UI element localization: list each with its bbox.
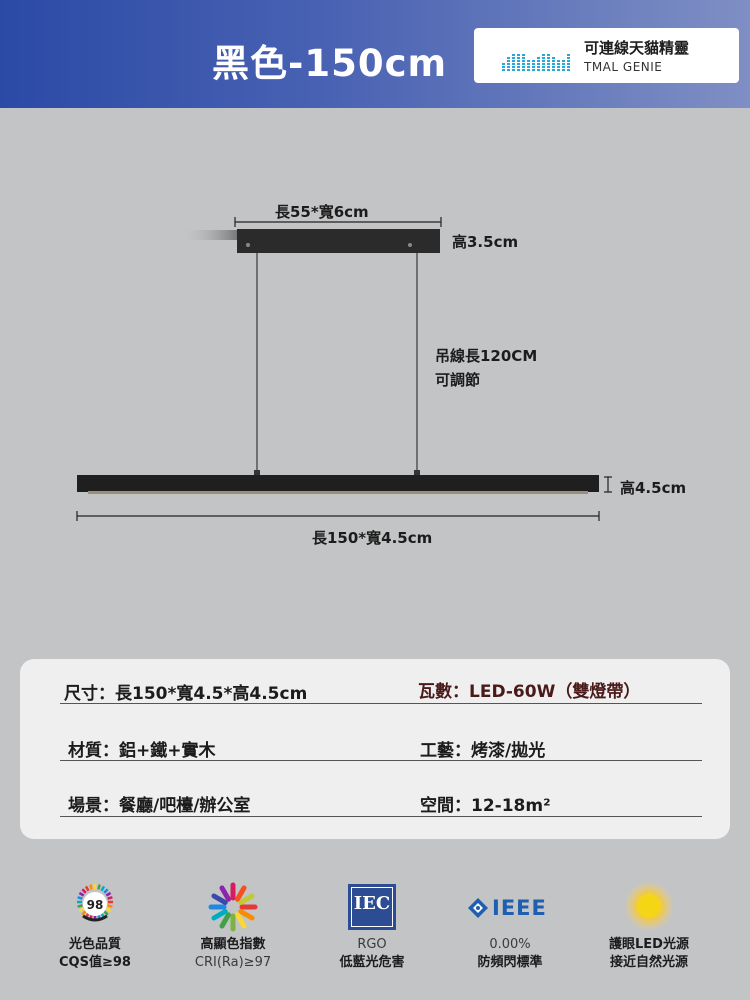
sound-wave-icon — [502, 54, 570, 71]
feature-subtitle: CRI(Ra)≥97 — [194, 955, 272, 970]
canopy-size-label: 長55*寬6cm — [275, 203, 369, 221]
cqs-badge-text: 98 — [87, 898, 104, 912]
light-bar — [77, 475, 599, 492]
iec-logo-text: IEC — [353, 893, 391, 914]
ieee-logo-text: IEEE — [492, 896, 547, 920]
cable-adjustable-label: 可調節 — [435, 371, 481, 389]
feature-subtitle: CQS值≥98 — [59, 955, 131, 970]
feature-cri: 高顯色指數 CRI(Ra)≥97 — [168, 880, 298, 972]
feature-title: 護眼LED光源 — [609, 937, 689, 952]
feature-subtitle: 接近自然光源 — [609, 955, 688, 970]
tmall-genie-badge: 可連線天貓精靈 TMAL GENIE — [474, 28, 739, 83]
feature-title: RGO — [357, 937, 387, 952]
feature-title: 高顯色指數 — [200, 937, 266, 952]
cable-length-label: 吊線長120CM — [435, 347, 538, 365]
bar-height-bracket — [604, 476, 612, 493]
feature-title: 光色品質 — [68, 937, 121, 952]
spec-panel: 尺寸：長150*寬4.5*高4.5cm 瓦數：LED-60W（雙燈帶） 材質：鋁… — [20, 659, 730, 839]
header-banner: 黑色-150cm 可連線天貓精靈 TMAL GENIE — [0, 0, 750, 108]
bar-size-label: 長150*寬4.5cm — [312, 529, 433, 547]
page-title: 黑色-150cm — [212, 42, 448, 85]
spec-wattage: 瓦數：LED-60W（雙燈帶） — [418, 682, 641, 702]
iec-logo-icon: IEC — [348, 884, 396, 930]
feature-ieee: IEEE 0.00% 防頻閃標準 — [445, 880, 575, 972]
feature-subtitle: 防頻閃標準 — [477, 955, 543, 970]
product-diagram: 長55*寬6cm 高3.5cm 吊線長120CM 可調節 高4.5cm 長150… — [0, 108, 750, 648]
divider — [60, 816, 702, 817]
divider — [60, 703, 702, 704]
ieee-diamond-icon — [468, 898, 488, 918]
spec-craft: 工藝：烤漆/拋光 — [420, 741, 546, 761]
bar-height-label: 高4.5cm — [620, 479, 687, 497]
feature-title: 0.00% — [489, 937, 531, 952]
genie-badge-subtitle: TMAL GENIE — [584, 60, 663, 74]
spec-size: 尺寸：長150*寬4.5*高4.5cm — [64, 684, 308, 704]
feature-cqs: 98 光色品質 CQS值≥98 — [30, 880, 160, 972]
feature-iec: IEC RGO 低藍光危害 — [307, 880, 437, 972]
color-wheel-icon — [208, 882, 258, 932]
canopy-height-label: 高3.5cm — [452, 233, 519, 251]
feature-eye-care: 護眼LED光源 接近自然光源 — [584, 880, 714, 972]
pendant-lamp-illustration — [76, 217, 612, 521]
cqs-98-icon: 98 — [77, 884, 113, 922]
ieee-logo-icon: IEEE — [445, 880, 575, 936]
sun-glow-icon — [624, 881, 674, 931]
light-strip — [88, 491, 588, 494]
spec-scene: 場景：餐廳/吧檯/辦公室 — [68, 796, 251, 816]
canopy-shadow — [180, 230, 238, 240]
top-dimension-line — [234, 217, 442, 227]
bottom-dimension-line — [76, 511, 600, 521]
genie-badge-title: 可連線天貓精靈 — [584, 39, 690, 57]
spec-material: 材質：鋁+鐵+實木 — [68, 741, 216, 761]
ceiling-canopy — [237, 229, 440, 253]
divider — [60, 760, 702, 761]
feature-subtitle: 低藍光危害 — [339, 955, 405, 970]
spec-space: 空間：12-18m² — [420, 796, 551, 816]
